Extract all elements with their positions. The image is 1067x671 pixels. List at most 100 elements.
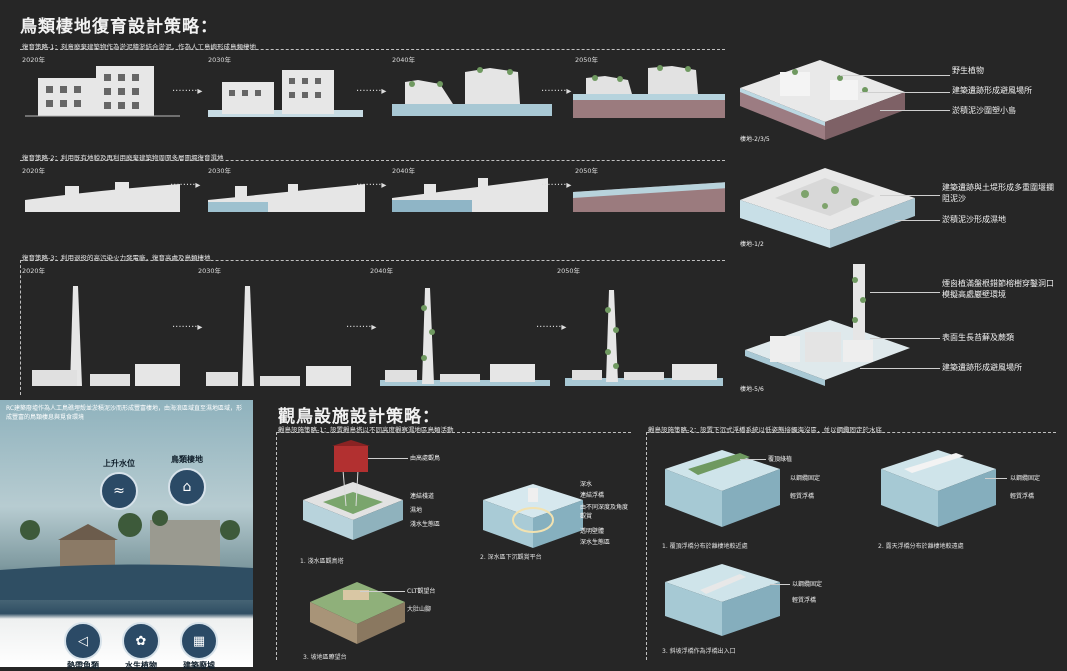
strategy-1-heading: 復育策略-1：刻意廢棄建築物作為淤泥積淤結合淤泥，作為人工島嶼形成鳥類棲地: [22, 43, 256, 51]
facility-label: 由高處觀鳥: [410, 455, 441, 462]
facility-label: 連結浮橋: [580, 492, 605, 499]
year-label: 2020年: [22, 167, 46, 175]
icon-label: 鳥類棲地: [171, 455, 203, 464]
divider: [646, 432, 647, 660]
habitat-photo: RC建築廢墟作為人工鳥礁埋殼並淤積泥沙而形成豐富棲地，由海浪區域直至濕地區域，形…: [0, 400, 253, 670]
ruin-badge: ▦ 建築廢墟: [180, 622, 218, 671]
leader-line: [368, 458, 408, 459]
bird-habitat-icon: ⌂: [168, 468, 206, 506]
facility-strategy-1-heading: 觀鳥設施策略-1：設置觀鳥塔以不同高度觀察濕地區鳥類活動: [278, 426, 454, 434]
hillside-platform-model: [310, 582, 405, 644]
divider: [646, 432, 1056, 433]
svg-text:········▸: ········▸: [356, 86, 386, 97]
svg-text:········▸: ········▸: [541, 86, 571, 97]
habitat-label: 建築遺跡形成避風場所: [952, 86, 1032, 95]
strategy-3-sequence: ········▸ ········▸ ········▸: [32, 286, 723, 386]
leader-line: [880, 195, 940, 196]
facility-label: 深水: [580, 481, 593, 488]
year-label: 2030年: [198, 267, 222, 275]
building-2050: [573, 65, 725, 118]
facility-label: 淺水生態區: [410, 521, 441, 528]
strategy-3-heading: 復育策略-3：利用退役的高污染火力發電廠，復育高處及鳥類棲地: [22, 254, 211, 262]
facility-strategy-2-heading: 觀鳥設施策略-2：設置下沉式浮橋系統以低姿態接觸海沒區，並以鋼纜固定於水底: [648, 426, 882, 434]
leader-line: [880, 110, 950, 111]
habitat-label: 建築遺跡與土堤形成多重圍堰攔阻泥沙: [942, 183, 1054, 203]
facility-label: 透明壁體: [580, 528, 605, 535]
rising-water-icon: ≈: [100, 472, 138, 510]
svg-text:········▸: ········▸: [170, 180, 200, 191]
habitat-model-1: [740, 60, 905, 140]
leader-line: [895, 220, 940, 221]
facility-caption: 2. 露天浮橋分布於離棲地較遠處: [878, 543, 964, 550]
strategy-2-heading: 復育策略-2：利用既有地貌及再利用廢棄建築物周圍多層圍堰復育濕地: [22, 154, 224, 162]
strategy-2-sequence: ········▸ ········▸ ········▸: [25, 178, 725, 212]
year-label: 2050年: [575, 167, 599, 175]
divider: [276, 432, 631, 433]
building-2020: [25, 66, 180, 117]
fish-icon: ◁: [64, 622, 102, 660]
plant-badge: ✿ 水生植物: [122, 622, 160, 671]
divider: [20, 49, 725, 50]
habitat-tag: 棲地-2/3/5: [740, 136, 770, 143]
divider: [20, 160, 725, 161]
leader-line: [840, 75, 950, 76]
facility-label: 濕地: [410, 507, 423, 514]
habitat-model-2: [740, 168, 915, 248]
year-label: 2050年: [575, 56, 599, 64]
leader-line: [860, 92, 950, 93]
habitat-label: 淤積泥沙圍塑小島: [952, 106, 1016, 115]
year-label: 2030年: [208, 167, 232, 175]
year-label: 2040年: [392, 56, 416, 64]
bird-habitat-badge: 鳥類棲地 ⌂: [168, 454, 206, 506]
leader-line: [740, 459, 766, 460]
building-2030: [208, 70, 363, 117]
strategy-1-sequence: ········▸ ········▸ ········▸: [25, 65, 725, 118]
photo-scene: [0, 510, 253, 600]
facility-caption: 1. 覆頂浮橋分布於離棲地較近處: [662, 543, 748, 550]
habitat-label: 煙囪植滿盤根錯節榕樹穿鑿洞口模擬高處巖壁環境: [942, 279, 1054, 299]
rising-water-badge: 上升水位 ≈: [100, 458, 138, 510]
facility-label: 以鋼纜固定: [790, 475, 821, 482]
svg-text:········▸: ········▸: [536, 322, 566, 333]
facility-label: 輕質浮橋: [792, 597, 817, 604]
facility-label: 輕質浮橋: [1010, 493, 1035, 500]
icon-label: 上升水位: [103, 459, 135, 468]
leader-line: [860, 368, 940, 369]
leader-line: [360, 591, 405, 592]
facility-caption: 2. 深水區下沉觀賞平台: [480, 554, 542, 561]
icon-label: 水生植物: [125, 661, 157, 670]
facility-label: 輕質浮橋: [790, 493, 815, 500]
habitat-label: 野生植物: [952, 66, 984, 75]
ramp-bridge-model: [665, 564, 780, 636]
svg-text:········▸: ········▸: [541, 180, 571, 191]
facility-title: 觀鳥設施設計策略：: [278, 407, 440, 427]
facility-label: 大肚山腳: [407, 606, 432, 613]
svg-text:········▸: ········▸: [172, 86, 202, 97]
divider: [20, 260, 725, 261]
facility-label: 覆頂綠植: [768, 456, 793, 463]
habitat-title: 鳥類棲地復育設計策略：: [20, 17, 218, 37]
fish-badge: ◁ 熱帶魚類: [64, 622, 102, 671]
building-2040: [392, 67, 552, 116]
habitat-tag: 棲地-5/6: [740, 386, 764, 393]
habitat-label: 淤積泥沙形成濕地: [942, 215, 1006, 224]
facility-label: 由不同深度及角度觀賞: [580, 504, 629, 520]
icon-label: 熱帶魚類: [67, 661, 99, 670]
facility-label: 以鋼纜固定: [792, 581, 823, 588]
facility-label: 以鋼纜固定: [1010, 475, 1041, 482]
year-label: 2020年: [22, 56, 46, 64]
divider: [276, 432, 277, 660]
year-label: 2040年: [392, 167, 416, 175]
svg-text:········▸: ········▸: [356, 180, 386, 191]
ruin-icon: ▦: [180, 622, 218, 660]
open-bridge-model: [881, 450, 996, 527]
underwater-platform-model: [483, 484, 583, 548]
facility-label: 深水生態區: [580, 539, 611, 546]
year-label: 2050年: [557, 267, 581, 275]
year-label: 2030年: [208, 56, 232, 64]
plant-icon: ✿: [122, 622, 160, 660]
habitat-label: 表面生長苔蘚及蕨類: [942, 333, 1014, 342]
facility-caption: 1. 淺水區觀鳥塔: [300, 558, 344, 565]
facility-caption: 3. 斜坡浮橋作為浮橋出入口: [662, 648, 736, 655]
habitat-label: 建築遺跡形成避風場所: [942, 363, 1022, 372]
